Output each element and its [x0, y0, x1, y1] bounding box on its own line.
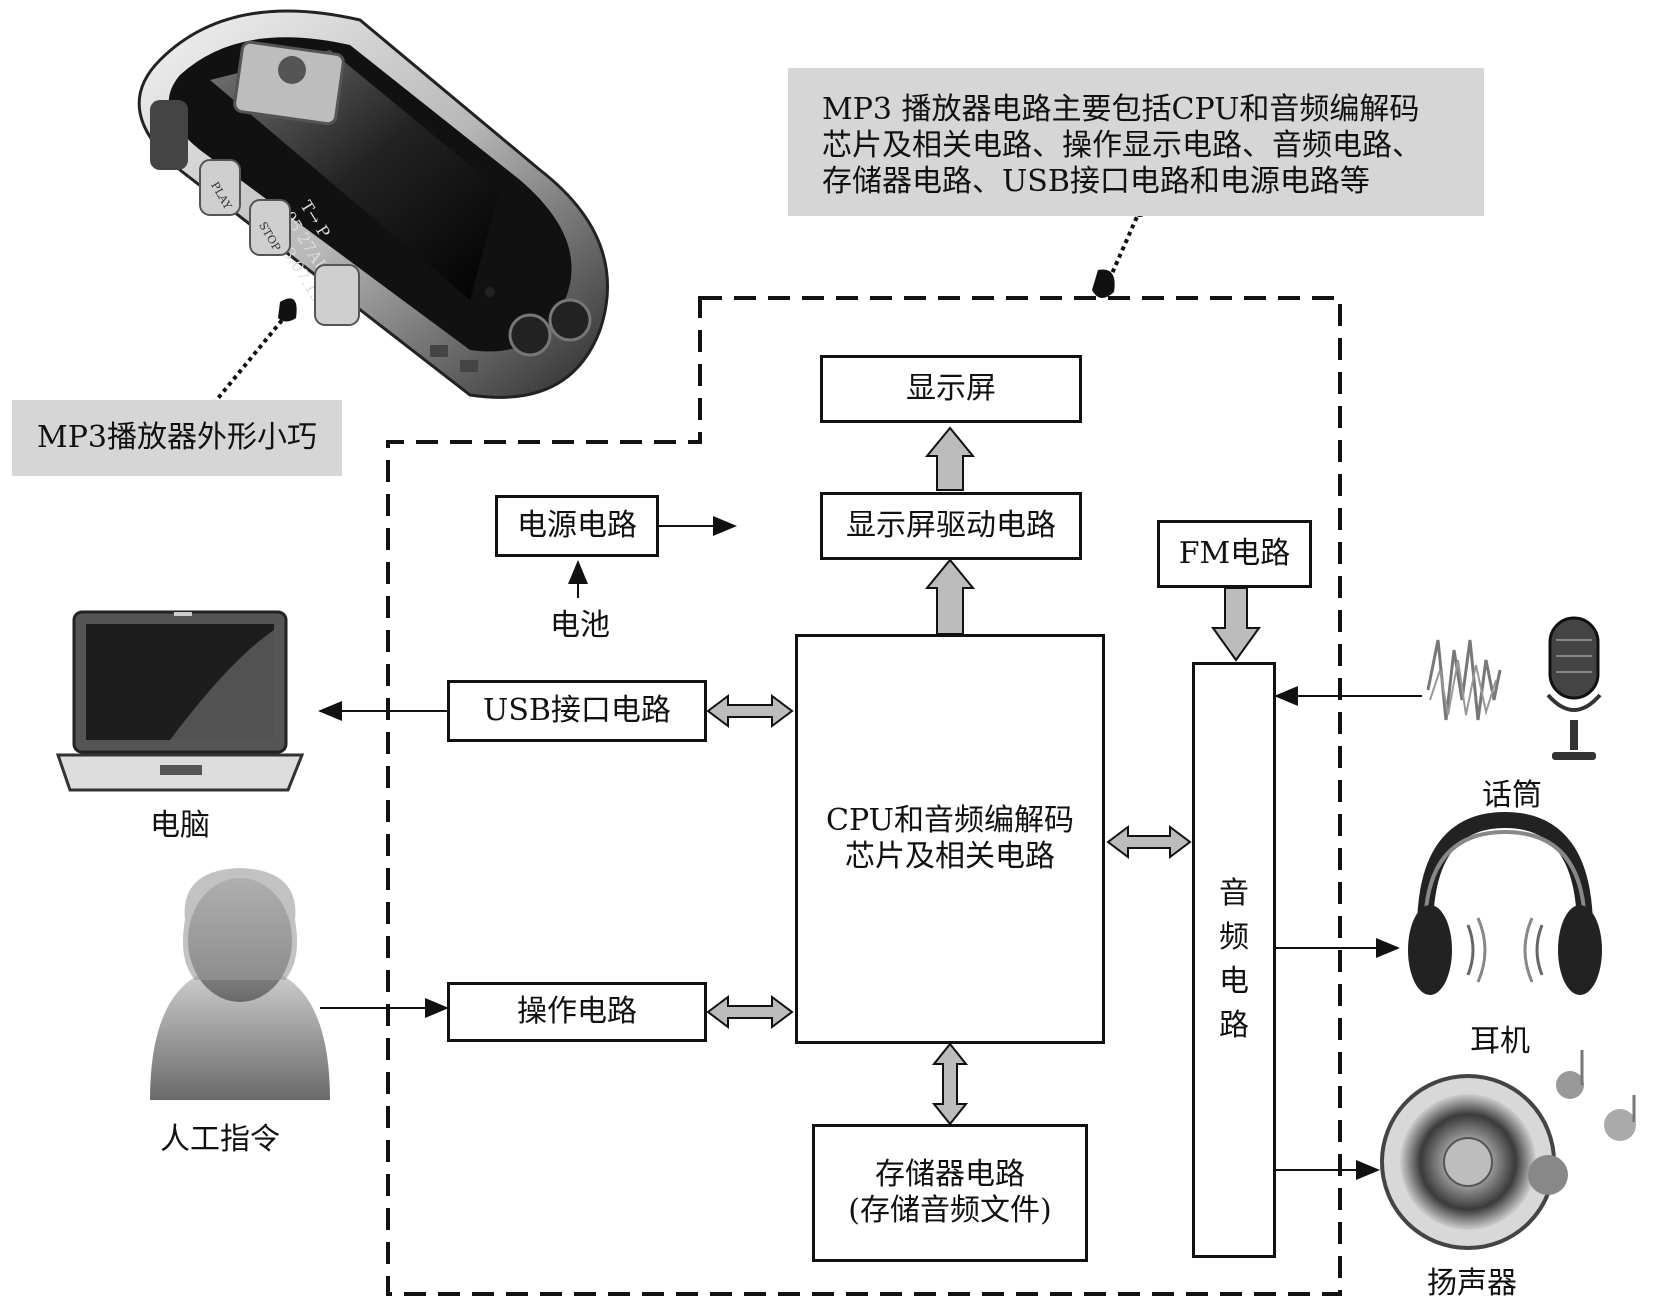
audio-char-2: 频: [1219, 920, 1249, 955]
circuit-boundary: [386, 296, 1342, 1296]
audio-block: 音 频 电 路: [1192, 662, 1276, 1258]
arrow-operation-cpu: [706, 995, 794, 1029]
arrow-driver-to-display: [924, 426, 976, 491]
human-label: 人工指令: [160, 1122, 280, 1157]
storage-label-line2: (存储音频文件): [848, 1193, 1052, 1228]
circuit-callout: MP3 播放器电路主要包括CPU和音频编解码 芯片及相关电路、操作显示电路、音频…: [788, 68, 1484, 216]
computer-label: 电脑: [150, 808, 210, 843]
headphones-icon: [1408, 811, 1602, 995]
speaker-icon: [1380, 1050, 1636, 1250]
arrow-fm-to-audio: [1211, 587, 1261, 662]
mp3-device-illustration: T→ P 05 27AUG 2003.07.15 PLAY STOP: [137, 9, 609, 399]
display-label: 显示屏: [906, 371, 996, 406]
power-block: 电源电路: [495, 495, 659, 557]
device-callout-text: MP3播放器外形小巧: [37, 420, 317, 455]
circuit-callout-line3: 存储器电路、USB接口电路和电源电路等: [822, 164, 1370, 199]
operation-block: 操作电路: [447, 982, 707, 1042]
arrow-cpu-audio: [1106, 825, 1192, 859]
device-callout: MP3播放器外形小巧: [12, 400, 342, 476]
display-driver-block: 显示屏驱动电路: [820, 492, 1082, 560]
arrow-cpu-to-driver: [924, 558, 976, 635]
cpu-block: CPU和音频编解码 芯片及相关电路: [795, 634, 1105, 1044]
microphone-icon: [1426, 616, 1602, 760]
microphone-label: 话筒: [1482, 778, 1542, 813]
fm-block: FM电路: [1157, 520, 1312, 588]
circuit-callout-line2: 芯片及相关电路、操作显示电路、音频电路、: [822, 128, 1422, 163]
fm-label: FM电路: [1178, 536, 1291, 571]
storage-label-line1: 存储器电路: [875, 1157, 1025, 1192]
cpu-label-line2: 芯片及相关电路: [845, 839, 1055, 874]
speaker-label: 扬声器: [1427, 1266, 1517, 1301]
human-icon: [150, 868, 330, 1100]
storage-block: 存储器电路 (存储音频文件): [812, 1124, 1088, 1262]
display-driver-label: 显示屏驱动电路: [846, 508, 1056, 543]
audio-char-4: 路: [1219, 1008, 1249, 1043]
cpu-label-line1: CPU和音频编解码: [826, 803, 1074, 838]
computer-icon: [55, 610, 305, 792]
display-block: 显示屏: [820, 355, 1082, 423]
circuit-callout-line1: MP3 播放器电路主要包括CPU和音频编解码: [822, 92, 1420, 127]
arrow-usb-cpu: [706, 694, 794, 728]
usb-block: USB接口电路: [447, 680, 707, 742]
arrow-cpu-storage: [931, 1042, 969, 1126]
audio-char-3: 电: [1219, 964, 1249, 999]
audio-char-1: 音: [1219, 876, 1249, 911]
power-label: 电源电路: [517, 508, 637, 543]
usb-label: USB接口电路: [483, 693, 671, 728]
operation-label: 操作电路: [517, 994, 637, 1029]
headphones-label: 耳机: [1470, 1024, 1530, 1059]
battery-label: 电池: [550, 608, 610, 643]
